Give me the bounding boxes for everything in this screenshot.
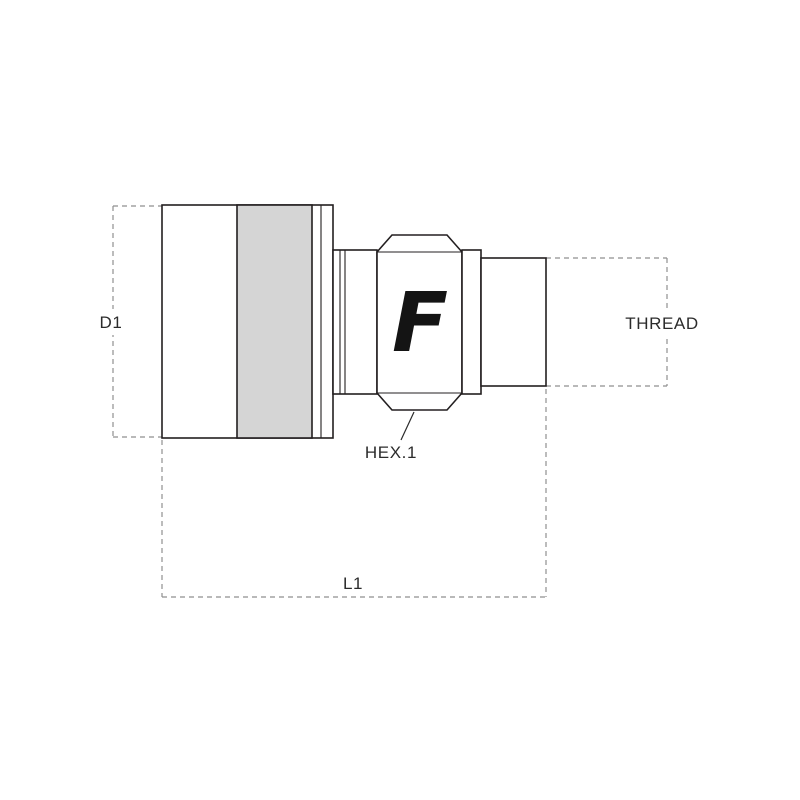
- dim-l1-label-bg: [334, 570, 372, 596]
- dim-thread-label-bg: [614, 310, 710, 336]
- dim-d1-group: D1: [93, 205, 162, 438]
- hex1-label: HEX.1: [365, 443, 417, 462]
- dim-l1-label: L1: [343, 574, 363, 593]
- hex1-leader-line: [400, 411, 415, 441]
- dim-d1-label: D1: [100, 313, 123, 332]
- dim-l1-group: L1: [161, 389, 547, 598]
- dim-d1-label-bg: [93, 309, 133, 335]
- hex1-callout-group: HEX.1: [365, 411, 417, 462]
- dim-thread-label: THREAD: [625, 314, 699, 333]
- body-sleeve-band: [236, 204, 313, 439]
- collar: [461, 249, 482, 395]
- hex-nut: [376, 234, 463, 411]
- dim-thread-group: THREAD: [546, 257, 710, 387]
- brand-f-logo: F: [392, 276, 448, 371]
- thread-shaft: [480, 257, 547, 387]
